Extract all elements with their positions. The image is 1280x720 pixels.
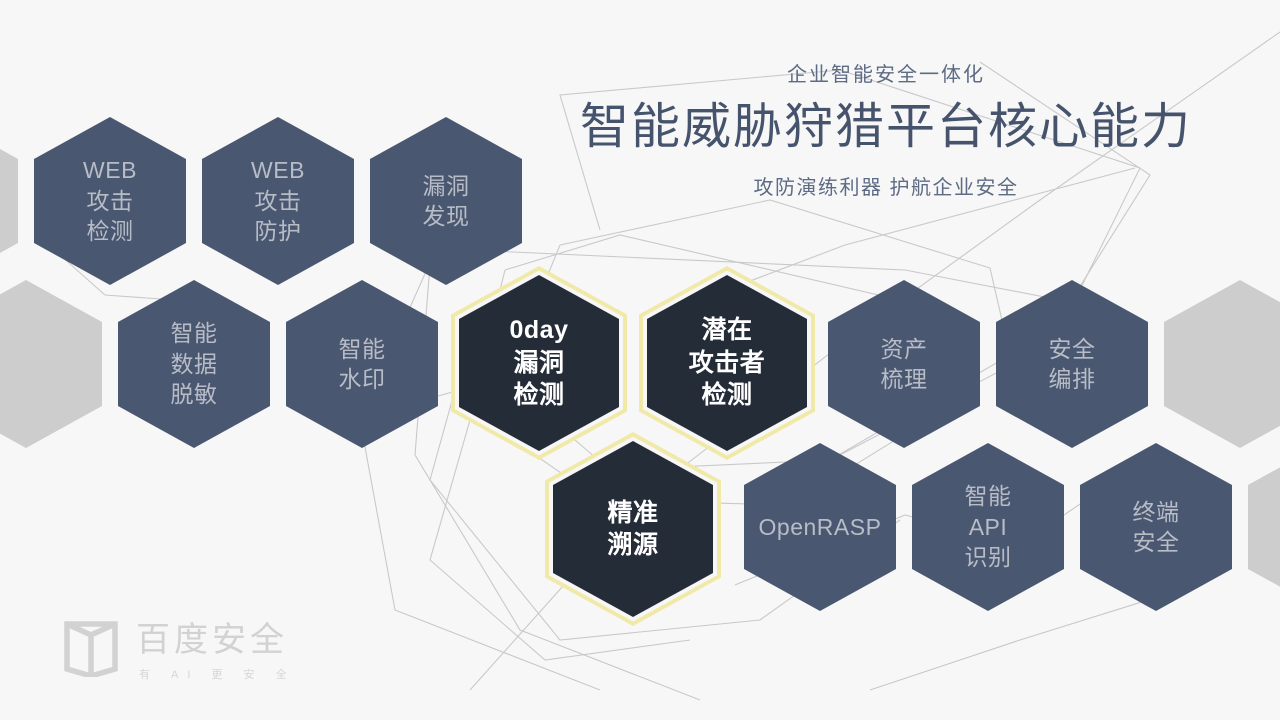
- hex-core-zeroday-vuln-detection: 0day 漏洞 检测: [459, 275, 619, 451]
- hex-label-asset-inventory: 资产 梳理: [880, 335, 928, 392]
- hex-label-smart-api-recognition: 智能 API 识别: [964, 483, 1012, 571]
- hex-label-web-attack-defense: WEB 攻击 防护: [251, 157, 305, 245]
- hex-label-precise-attribution: 精准 溯源: [607, 498, 659, 560]
- hex-label-openrasp: OpenRASP: [758, 513, 882, 540]
- heading-block: 企业智能安全一体化 智能威胁狩猎平台核心能力 攻防演练利器 护航企业安全: [576, 58, 1196, 200]
- brand-text: 百度安全 有 AI 更 安 全: [136, 619, 296, 682]
- hex-asset-inventory[interactable]: 资产 梳理: [828, 280, 980, 448]
- hex-openrasp[interactable]: OpenRASP: [744, 443, 896, 611]
- hex-label-endpoint-security: 终端 安全: [1132, 498, 1180, 555]
- hex-web-attack-defense[interactable]: WEB 攻击 防护: [202, 117, 354, 285]
- hex-outline-gap: 0day 漏洞 检测: [455, 270, 623, 456]
- subtitle-text: 攻防演练利器 护航企业安全: [753, 176, 1019, 199]
- hex-smart-data-masking[interactable]: 智能 数据 脱敏: [118, 280, 270, 448]
- brand-name: 百度安全: [136, 621, 288, 659]
- hex-label-security-orchestration: 安全 编排: [1048, 335, 1096, 392]
- hex-core-precise-attribution: 精准 溯源: [553, 441, 713, 617]
- hex-outline-gap: 潜在 攻击者 检测: [643, 270, 811, 456]
- hex-decor-right-bottom: [1248, 443, 1280, 611]
- hex-precise-attribution[interactable]: 精准 溯源: [545, 432, 721, 626]
- hex-web-attack-detection[interactable]: WEB 攻击 检测: [34, 117, 186, 285]
- hex-label-zeroday-vuln-detection: 0day 漏洞 检测: [509, 316, 569, 410]
- hex-smart-watermark[interactable]: 智能 水印: [286, 280, 438, 448]
- hex-potential-attacker-detection[interactable]: 潜在 攻击者 检测: [639, 266, 815, 460]
- hex-decor-right-top: [1164, 280, 1280, 448]
- eyebrow-text: 企业智能安全一体化: [787, 64, 985, 86]
- brand-slogan: 有 AI 更 安 全: [139, 669, 296, 681]
- page-title: 智能威胁狩猎平台核心能力: [579, 100, 1192, 154]
- hex-zeroday-vuln-detection[interactable]: 0day 漏洞 检测: [451, 266, 627, 460]
- hex-label-vulnerability-discovery: 漏洞 发现: [422, 172, 470, 229]
- hex-smart-api-recognition[interactable]: 智能 API 识别: [912, 443, 1064, 611]
- hex-label-smart-data-masking: 智能 数据 脱敏: [170, 320, 218, 408]
- hex-label-potential-attacker-detection: 潜在 攻击者 检测: [688, 316, 766, 410]
- hex-label-web-attack-detection: WEB 攻击 检测: [83, 157, 137, 245]
- hex-core-potential-attacker-detection: 潜在 攻击者 检测: [647, 275, 807, 451]
- hex-decor-left-bottom: [0, 280, 102, 448]
- hex-outline-gap: 精准 溯源: [549, 436, 717, 622]
- hex-security-orchestration[interactable]: 安全 编排: [996, 280, 1148, 448]
- brand-logo: 百度安全 有 AI 更 安 全: [62, 619, 296, 682]
- hex-label-smart-watermark: 智能 水印: [338, 335, 386, 392]
- hex-decor-left-top: [0, 117, 18, 285]
- baidu-shield-icon: [62, 619, 120, 682]
- hex-vulnerability-discovery[interactable]: 漏洞 发现: [370, 117, 522, 285]
- hex-endpoint-security[interactable]: 终端 安全: [1080, 443, 1232, 611]
